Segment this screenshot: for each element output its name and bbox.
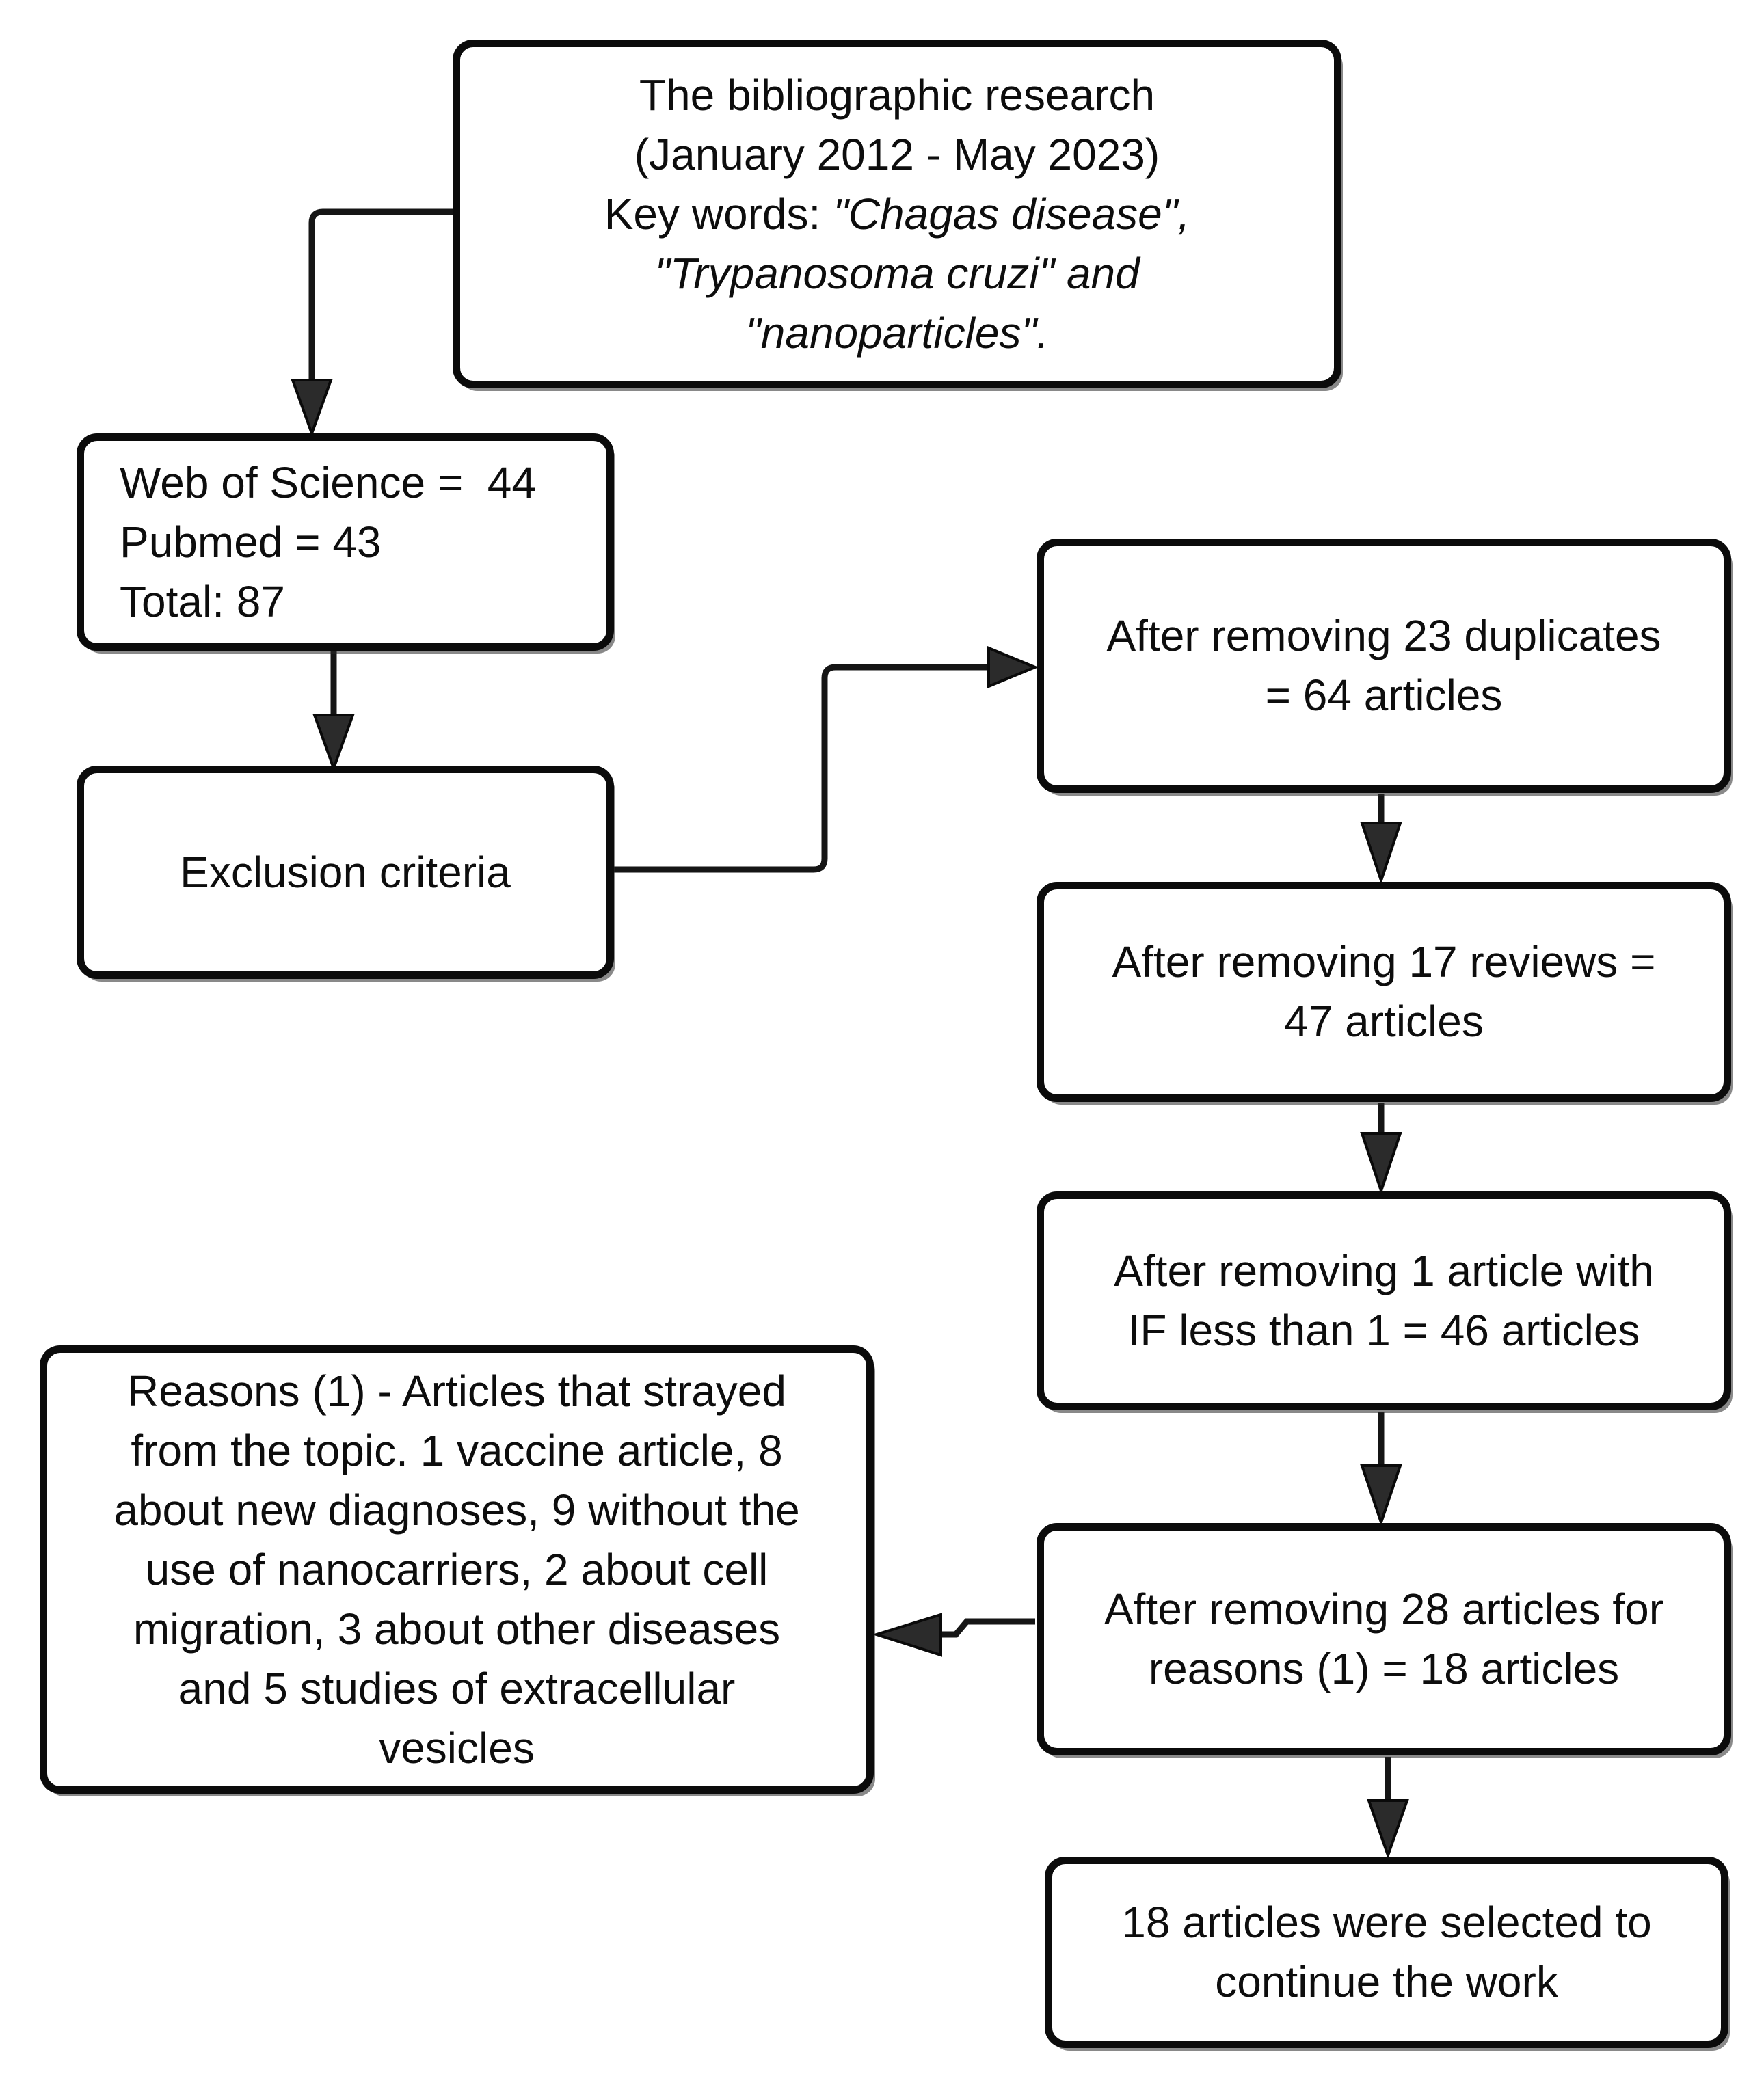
bibliographic-line1: The bibliographic research xyxy=(639,70,1155,120)
arrow-removed28-to-reasons xyxy=(872,1613,1035,1657)
database-counts-text: Web of Science = 44 Pubmed = 43 Total: 8… xyxy=(120,457,536,626)
exclusion-reasons-text: Reasons (1) - Articles that strayed from… xyxy=(113,1366,800,1773)
bibliographic-line2: (January 2012 - May 2023) xyxy=(634,129,1160,179)
box-exclusion-criteria: Exclusion criteria xyxy=(77,766,614,979)
arrow-removed28-to-final xyxy=(1367,1757,1409,1860)
arrow-top-to-sources xyxy=(291,208,453,437)
keywords-prefix: Key words: xyxy=(604,189,833,239)
keyword-nanoparticles: "nanoparticles". xyxy=(745,308,1049,358)
after-removing-reviews-text: After removing 17 reviews = 47 articles xyxy=(1112,937,1656,1046)
bibliographic-keywords-line: Key words: "Chagas disease", xyxy=(460,185,1334,244)
box-after-removing-low-impact-factor: After removing 1 article with IF less th… xyxy=(1037,1191,1731,1410)
box-after-removing-reviews: After removing 17 reviews = 47 articles xyxy=(1037,882,1731,1102)
arrow-duplicates-to-reviews xyxy=(1360,794,1402,885)
box-exclusion-reasons: Reasons (1) - Articles that strayed from… xyxy=(40,1345,874,1794)
keyword-chagas-disease: "Chagas disease", xyxy=(833,189,1190,239)
arrow-reviews-to-impact-factor xyxy=(1360,1103,1402,1196)
arrow-impact-factor-to-removed28 xyxy=(1360,1412,1402,1527)
arrow-exclusion-to-duplicates xyxy=(611,646,1039,873)
selected-articles-text: 18 articles were selected to continue th… xyxy=(1121,1898,1652,2006)
after-removing-low-impact-factor-text: After removing 1 article with IF less th… xyxy=(1114,1246,1654,1355)
box-bibliographic-research: The bibliographic research (January 2012… xyxy=(453,40,1341,388)
box-after-removing-duplicates: After removing 23 duplicates = 64 articl… xyxy=(1037,539,1731,793)
keyword-trypanosoma-cruzi: "Trypanosoma cruzi" and xyxy=(654,248,1140,298)
arrow-sources-to-exclusion xyxy=(312,651,355,772)
exclusion-criteria-label: Exclusion criteria xyxy=(180,847,511,897)
after-removing-28-articles-text: After removing 28 articles for reasons (… xyxy=(1104,1585,1664,1693)
box-database-counts: Web of Science = 44 Pubmed = 43 Total: 8… xyxy=(77,433,614,651)
box-after-removing-28-articles: After removing 28 articles for reasons (… xyxy=(1037,1523,1731,1755)
after-removing-duplicates-text: After removing 23 duplicates = 64 articl… xyxy=(1106,611,1661,720)
box-selected-articles: 18 articles were selected to continue th… xyxy=(1045,1857,1728,2048)
